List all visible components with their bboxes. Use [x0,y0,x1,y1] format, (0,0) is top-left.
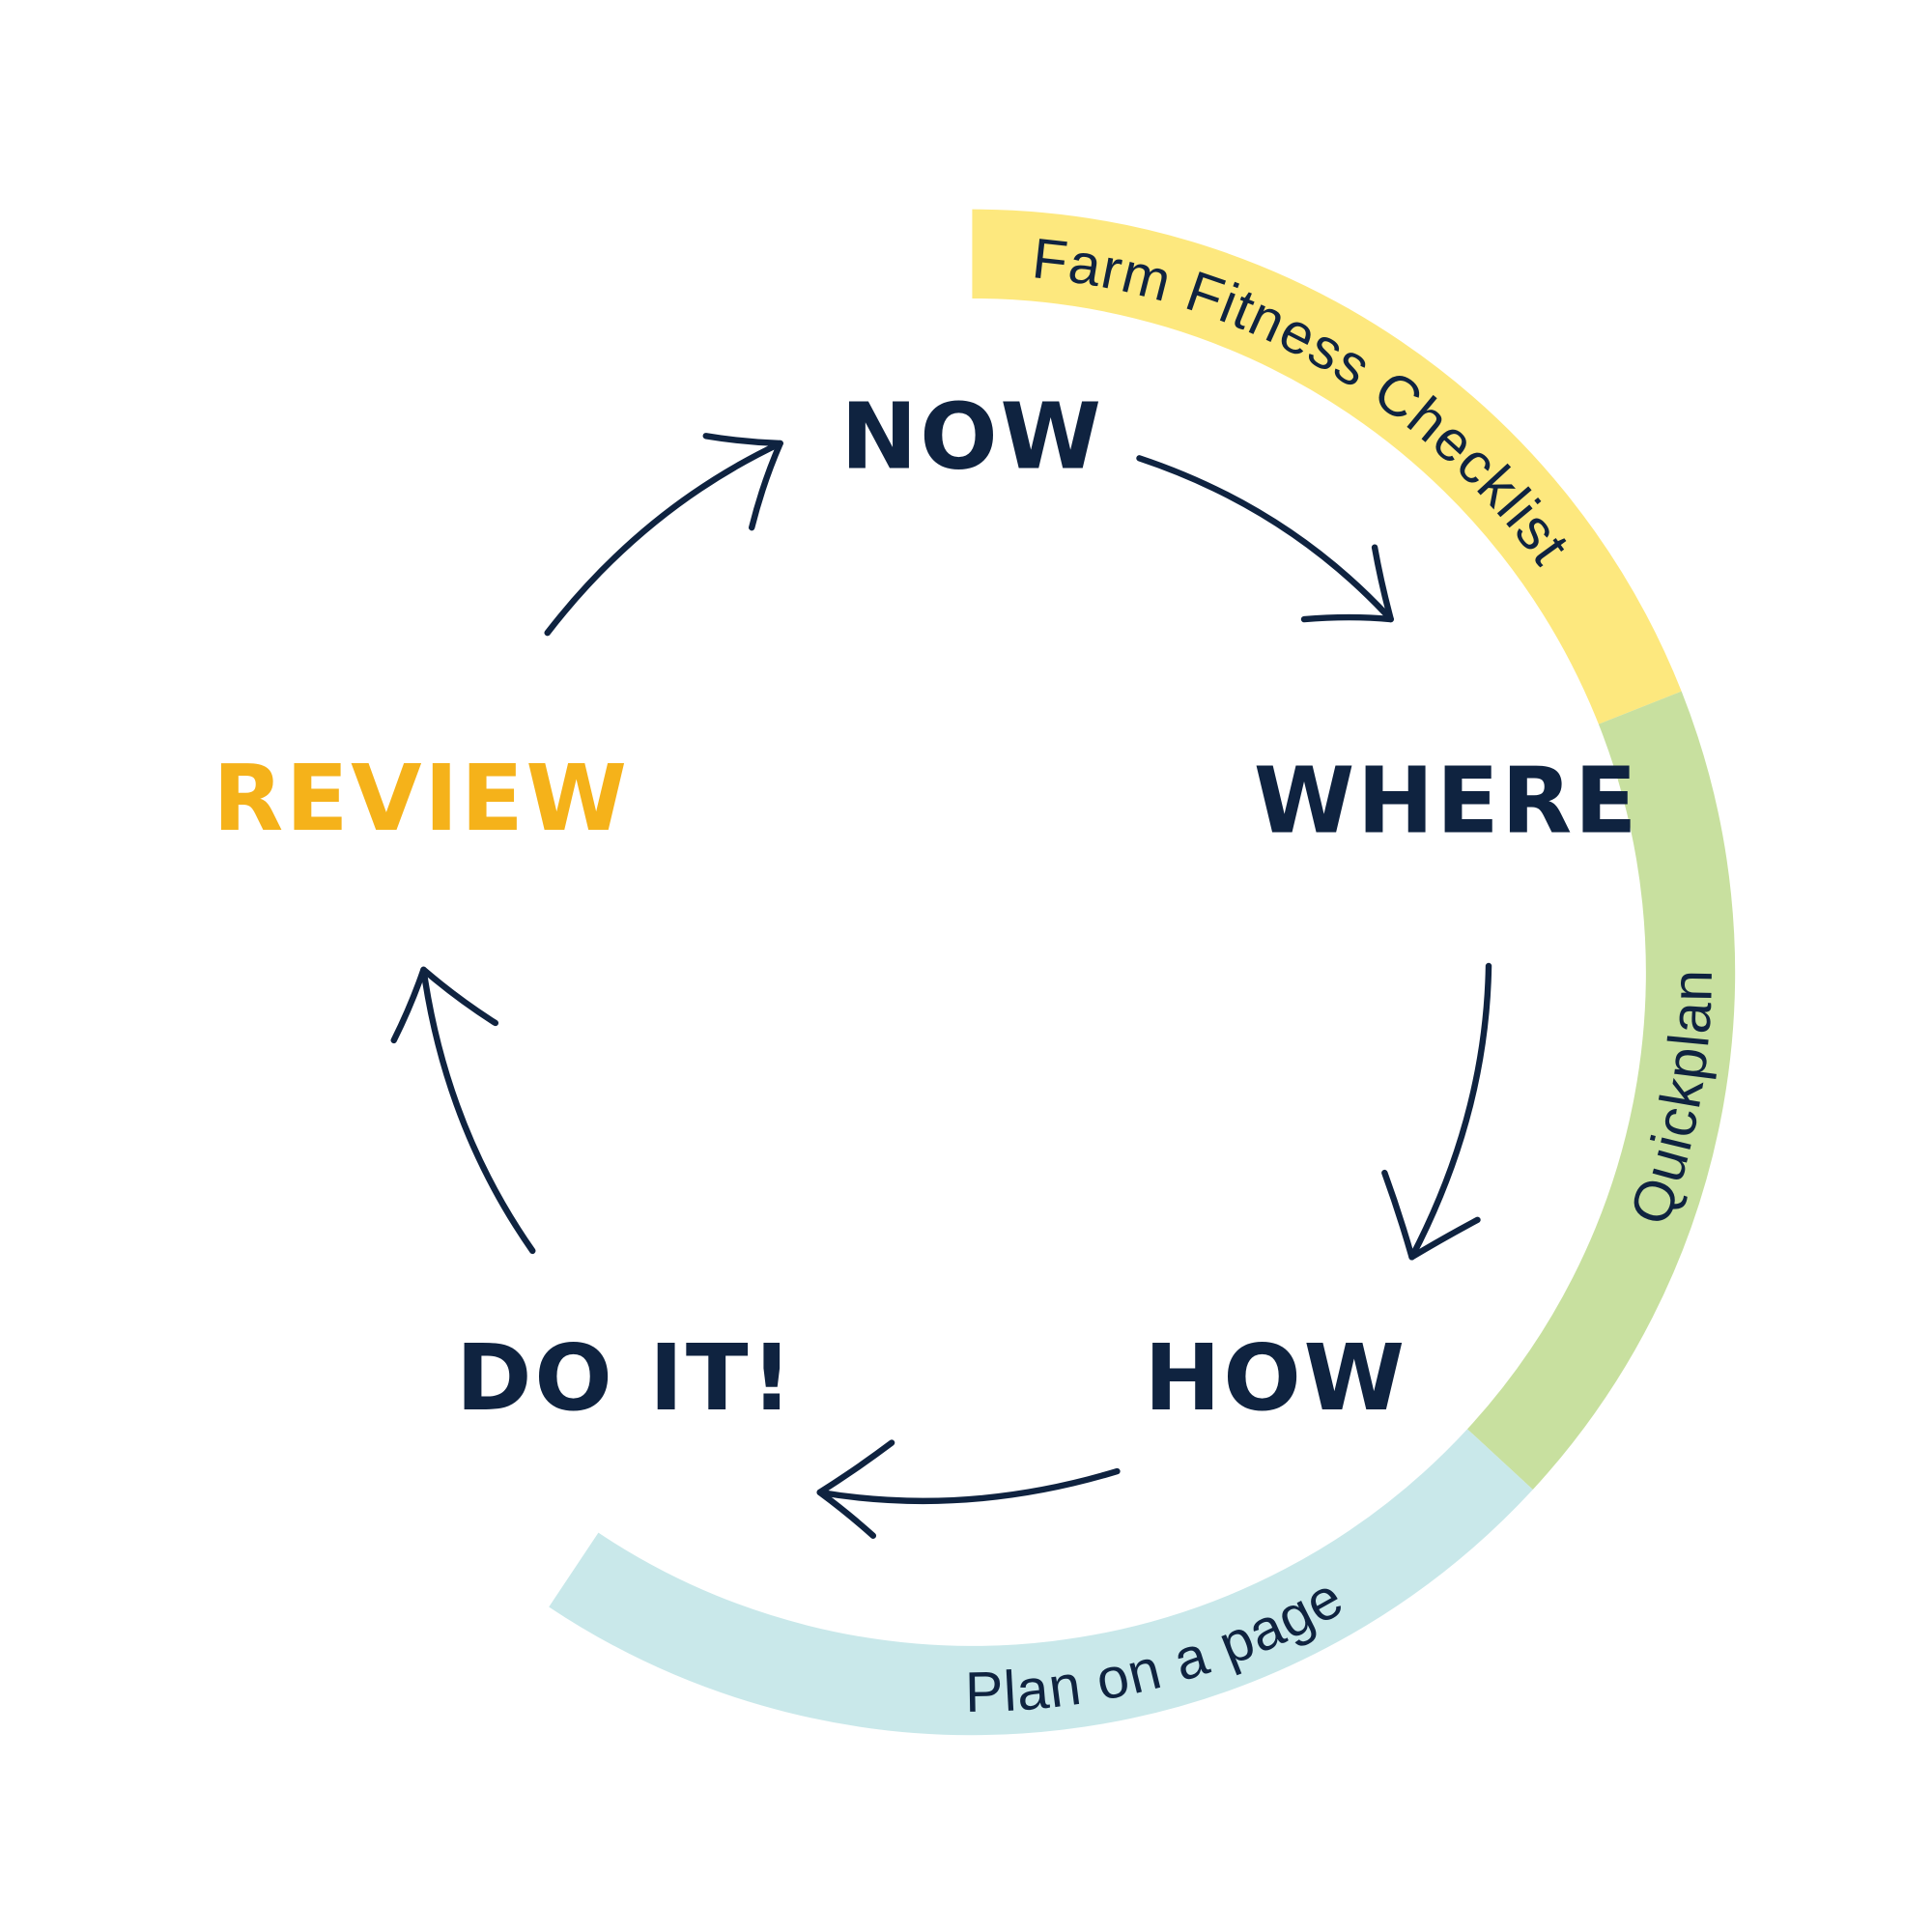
arrow-where-to-how [1381,962,1492,1261]
stage-how: HOW [1144,1325,1406,1432]
arrow-now-to-where [1136,455,1394,623]
stage-do-it: DO IT! [456,1325,795,1432]
band-farm-fitness-checklist [972,209,1682,724]
stage-where: WHERE [1254,749,1639,855]
band-quickplan [1466,691,1736,1490]
band-label-farm-fitness-checklist: Farm Fitness Checklist [1029,227,1581,576]
band-plan-on-a-page [549,1429,1533,1736]
arrow-how-to-do-it [816,1439,1121,1539]
arrow-review-to-now [544,433,783,637]
stage-now: NOW [840,384,1103,491]
arrow-do-it-to-review [390,966,536,1255]
stage-review: REVIEW [213,746,629,852]
